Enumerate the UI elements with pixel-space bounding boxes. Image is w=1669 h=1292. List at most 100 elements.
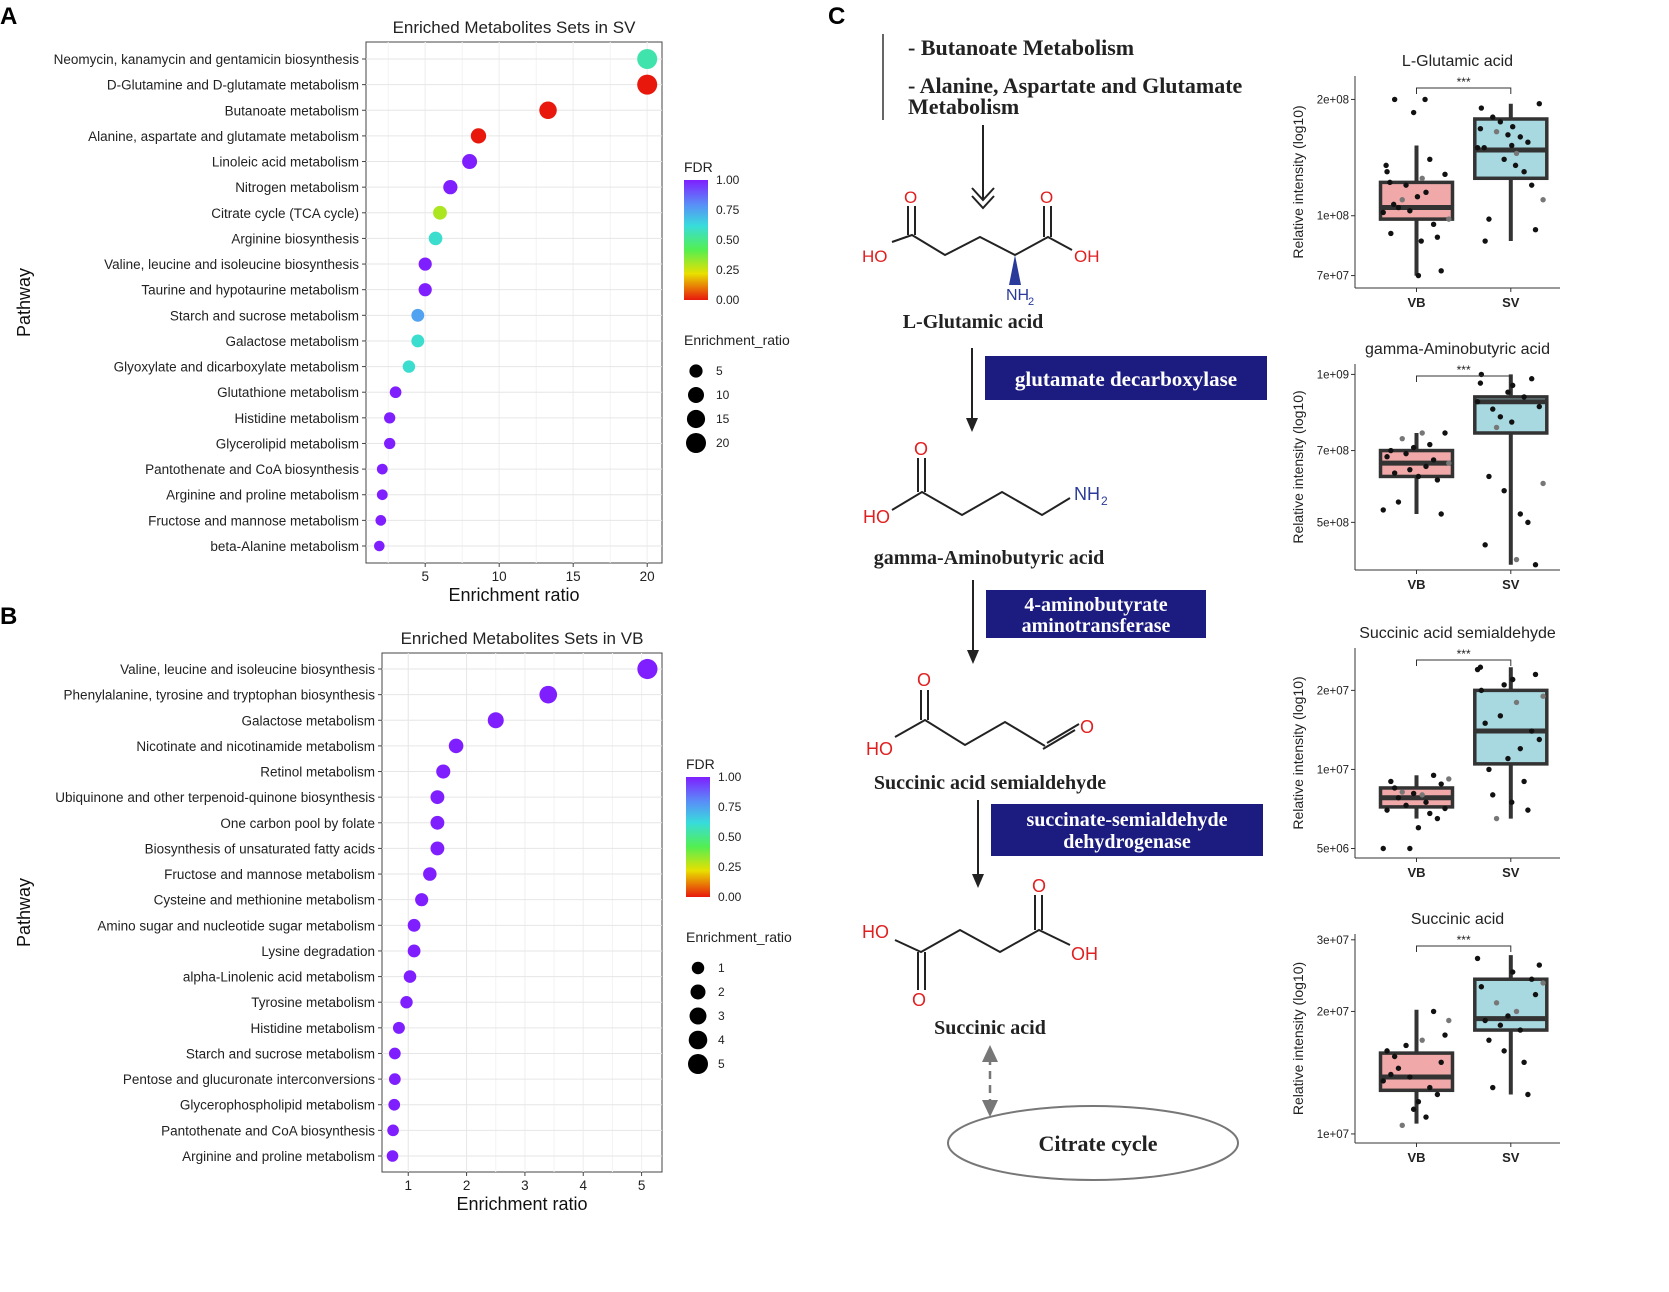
arrow-1-head [966, 418, 978, 432]
structure-succinic-acid [894, 895, 1071, 990]
data-point [1427, 441, 1433, 448]
header-line-1: - Butanoate Metabolism [908, 35, 1134, 60]
header-line-2: - Alanine, Aspartate and Glutamate [908, 73, 1243, 98]
y-tick-label: Glycerophospholipid metabolism [180, 1098, 375, 1113]
size-legend-dot [686, 409, 706, 429]
chart-title: Enriched Metabolites Sets in SV [393, 18, 637, 37]
data-point [1438, 781, 1444, 787]
data-point [1410, 790, 1417, 797]
significance-bracket [1416, 375, 1512, 382]
y-tick-label: Ubiquinone and other terpenoid-quinone b… [55, 790, 375, 805]
data-point [1525, 807, 1531, 813]
data-point [1415, 473, 1422, 480]
y-tick-label: Histidine metabolism [234, 411, 359, 426]
y-tick-label: Glutathione metabolism [217, 385, 359, 400]
dashed-arrow-head-up [982, 1045, 998, 1062]
y-tick-label: 1e+07 [1317, 764, 1349, 776]
data-point [384, 437, 396, 450]
data-point [1384, 454, 1390, 460]
data-point [374, 540, 385, 552]
data-point [1410, 109, 1417, 116]
data-point [1380, 507, 1386, 513]
data-point [1384, 169, 1390, 175]
data-point [1509, 799, 1515, 805]
significance-bracket [1416, 87, 1512, 94]
data-point [1391, 201, 1397, 208]
data-point [384, 412, 396, 424]
x-axis-label: Enrichment ratio [448, 585, 579, 605]
y-tick-label: Pantothenate and CoA biosynthesis [161, 1123, 375, 1138]
fdr-tick-label: 1.00 [718, 770, 742, 784]
data-point [1481, 145, 1487, 151]
size-legend-label: 4 [718, 1033, 725, 1047]
data-point [1399, 1122, 1405, 1129]
atom-o: O [912, 990, 926, 1010]
data-point [1505, 755, 1511, 762]
data-point [1510, 382, 1516, 389]
y-tick-label: Cysteine and methionine metabolism [154, 893, 375, 908]
size-legend-dot [689, 1007, 707, 1025]
data-point [1513, 699, 1520, 706]
y-tick-label: One carbon pool by folate [220, 816, 375, 831]
data-point [402, 360, 416, 373]
size-legend-label: 3 [718, 1009, 725, 1023]
data-point [1430, 221, 1437, 228]
y-tick-label: Fructose and mannose metabolism [164, 867, 375, 882]
data-point [1505, 1013, 1511, 1019]
y-tick-label: Lysine degradation [261, 944, 375, 959]
y-tick-label: 3e+07 [1317, 935, 1349, 947]
x-tick-label: 5 [421, 569, 429, 584]
chart-title: Enriched Metabolites Sets in VB [401, 629, 644, 648]
data-point [1446, 216, 1452, 222]
data-point [423, 867, 437, 881]
x-tick-label: 5 [638, 1178, 646, 1193]
data-point [388, 1073, 401, 1085]
data-point [1497, 1022, 1504, 1028]
significance-label: *** [1457, 363, 1471, 377]
data-point [1501, 1048, 1507, 1054]
chart-title: Succinic acid semialdehyde [1359, 625, 1556, 642]
x-tick-label: 10 [492, 569, 507, 584]
data-point [1418, 238, 1424, 244]
box [1378, 1051, 1455, 1093]
size-legend-dot [691, 961, 705, 975]
atom-o: O [1032, 876, 1046, 896]
fdr-tick-label: 0.50 [716, 233, 740, 247]
atom-o: O [917, 670, 931, 690]
box [1473, 688, 1549, 766]
data-point [1486, 473, 1492, 480]
atom-ho: HO [862, 922, 889, 942]
x-tick-label: 4 [579, 1178, 587, 1193]
data-point [1387, 179, 1393, 186]
data-point [487, 712, 504, 729]
x-tick-label: SV [1502, 1150, 1520, 1165]
data-point [1532, 227, 1539, 233]
data-point [1532, 991, 1539, 998]
data-point [1521, 169, 1527, 175]
y-tick-label: 7e+08 [1317, 446, 1349, 458]
data-point [1446, 1017, 1452, 1024]
chart-title: L-Glutamic acid [1402, 53, 1513, 70]
y-tick-label: Neomycin, kanamycin and gentamicin biosy… [54, 52, 360, 67]
significance-label: *** [1457, 647, 1471, 661]
x-tick-label: 2 [463, 1178, 471, 1193]
data-point [1395, 1065, 1402, 1071]
boxplot-succinic-semialdehyde: Succinic acid semialdehyde5e+061e+072e+0… [1290, 625, 1560, 880]
citrate-cycle-ellipse [947, 1105, 1239, 1181]
y-tick-label: Taurine and hypotaurine metabolism [141, 283, 359, 298]
significance-bracket [1416, 659, 1512, 666]
data-point [1501, 487, 1507, 494]
data-point [1430, 772, 1437, 778]
data-point [1478, 105, 1485, 111]
wedge-bond [1009, 255, 1021, 285]
data-point [1532, 671, 1539, 678]
data-point [1536, 736, 1543, 743]
y-tick-label: Galactose metabolism [241, 713, 375, 728]
data-point [1474, 145, 1481, 151]
data-point [1388, 778, 1394, 785]
data-point [1423, 463, 1429, 470]
data-point [1536, 100, 1543, 107]
data-point [1513, 1008, 1520, 1015]
significance-bracket [1416, 945, 1512, 952]
